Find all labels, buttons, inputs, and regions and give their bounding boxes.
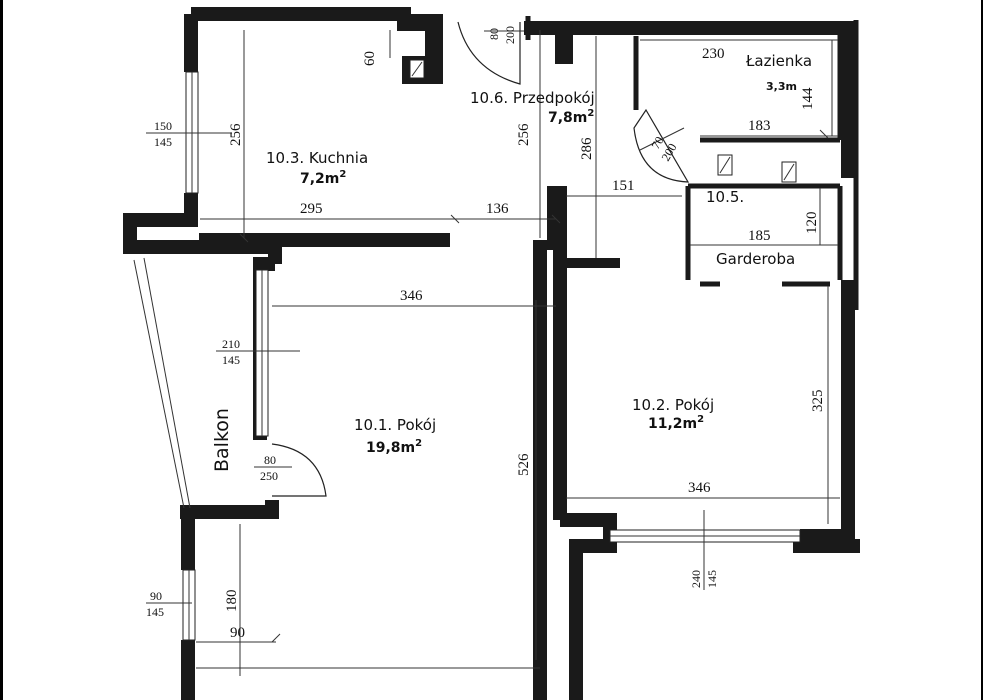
room-name-balkon: Balkon xyxy=(211,408,233,472)
room-area-przedpokoj: 7,8m2 xyxy=(548,108,594,126)
room-name-lazienka: Łazienka xyxy=(745,52,812,70)
dimension-labels: 60 256 295 136 256 286 151 230 144 183 1… xyxy=(224,46,826,641)
room-name-garderoba: Garderoba xyxy=(716,250,795,268)
image-frame-right xyxy=(981,0,983,700)
room-area-pokoj1: 19,8m2 xyxy=(366,438,422,456)
room-name-pokoj2: 10.2. Pokój xyxy=(632,396,714,414)
win-room1-bottom: 145 xyxy=(222,353,240,367)
dim-230: 230 xyxy=(702,46,725,62)
room-name-pokoj1: 10.1. Pokój xyxy=(354,416,436,434)
wall-left-kitchen-lower xyxy=(123,193,198,254)
door-entry-bottom: 200 xyxy=(503,26,517,44)
door-entry-top: 80 xyxy=(487,28,501,40)
kitchen-pillar-side xyxy=(425,14,443,84)
dim-180: 180 xyxy=(224,590,240,613)
room-area-lazienka: 3,3m xyxy=(766,80,797,93)
hall-pillar-mid xyxy=(547,186,567,250)
room-labels: 10.3. Kuchnia 7,2m2 10.6. Przedpokój 7,8… xyxy=(211,52,812,472)
dim-286: 286 xyxy=(579,137,595,160)
wall-room2-bottom-left xyxy=(560,513,617,700)
dim-256-hall: 256 xyxy=(516,123,532,146)
dim-185: 185 xyxy=(748,228,771,244)
dim-136: 136 xyxy=(486,201,509,217)
win-kitchen-bottom: 145 xyxy=(154,135,172,149)
wall-room1-lower-top xyxy=(180,500,279,519)
room-name-kuchnia: 10.3. Kuchnia xyxy=(266,149,368,167)
dim-120: 120 xyxy=(804,212,820,235)
dim-346-room2: 346 xyxy=(688,480,711,496)
wall-top-kitchen xyxy=(191,7,425,31)
dim-183: 183 xyxy=(748,118,771,134)
room-name-przedpokoj: 10.6. Przedpokój xyxy=(470,89,595,107)
dim-144: 144 xyxy=(800,87,816,110)
door-entry-swing xyxy=(457,21,521,85)
door-balcony-bottom: 250 xyxy=(260,469,278,483)
windows xyxy=(133,71,801,641)
dim-60: 60 xyxy=(362,51,378,66)
wall-top-right xyxy=(524,21,855,178)
win-room1-low-top: 90 xyxy=(150,589,162,603)
door-swings xyxy=(271,21,690,497)
dim-151: 151 xyxy=(612,178,635,194)
room-area-kuchnia: 7,2m2 xyxy=(300,169,346,187)
dim-295: 295 xyxy=(300,201,323,217)
image-frame-left xyxy=(0,0,3,700)
win-room1-low-bottom: 145 xyxy=(146,605,164,619)
room-area-pokoj2: 11,2m2 xyxy=(648,414,704,432)
win-room2-bottom: 145 xyxy=(705,570,719,588)
door-balcony-swing xyxy=(271,443,327,497)
fraction-lines xyxy=(146,30,705,604)
hall-pillar xyxy=(555,28,573,64)
dim-325: 325 xyxy=(810,390,826,413)
dim-90: 90 xyxy=(230,625,245,641)
win-room1-top: 210 xyxy=(222,337,240,351)
balcony-edge xyxy=(133,259,185,509)
room-code-garderoba: 10.5. xyxy=(706,188,744,206)
win-kitchen-top: 150 xyxy=(154,119,172,133)
dimension-lines xyxy=(196,30,840,676)
door-balcony-top: 80 xyxy=(264,453,276,467)
wall-room2-right xyxy=(800,280,855,543)
hall-shelf xyxy=(566,258,620,268)
dim-526: 526 xyxy=(516,453,532,476)
door-bath-swing xyxy=(633,108,690,183)
vent-shafts xyxy=(409,59,797,183)
walls xyxy=(123,7,860,700)
dim-256-kitchen: 256 xyxy=(228,123,244,146)
dim-346-room1: 346 xyxy=(400,288,423,304)
win-room2-top: 240 xyxy=(689,570,703,588)
